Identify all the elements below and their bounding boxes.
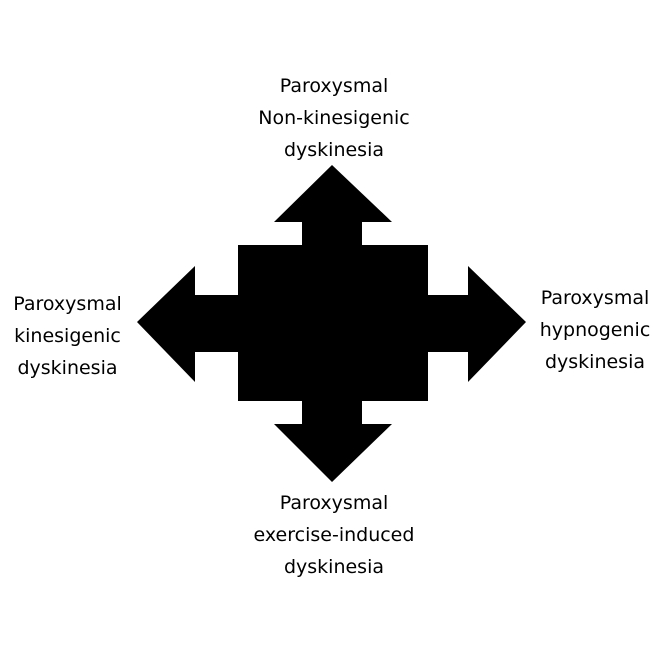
arrow-up <box>274 165 392 247</box>
label-paroxysmal-hypnogenic-dyskinesia: Paroxysmal hypnogenic dyskinesia <box>527 282 663 378</box>
center-square <box>238 245 428 401</box>
label-line: dyskinesia <box>283 556 385 578</box>
label-paroxysmal-kinesigenic-dyskinesia: Paroxysmal kinesigenic dyskinesia <box>0 288 135 384</box>
arrow-right <box>426 266 526 382</box>
label-line: dyskinesia <box>544 351 646 373</box>
label-line: Paroxysmal <box>13 293 122 315</box>
label-line: exercise-induced <box>253 524 415 546</box>
label-line: Paroxysmal <box>279 75 389 97</box>
label-paroxysmal-non-kinesigenic-dyskinesia: Paroxysmal Non-kinesigenic dyskinesia <box>234 70 434 166</box>
label-line: Paroxysmal <box>540 287 650 309</box>
arrow-down <box>274 399 392 482</box>
label-line: Non-kinesigenic <box>258 107 410 129</box>
label-line: dyskinesia <box>283 139 385 161</box>
label-line: Paroxysmal <box>279 492 389 514</box>
label-line: hypnogenic <box>539 319 651 341</box>
label-paroxysmal-exercise-induced-dyskinesia: Paroxysmal exercise-induced dyskinesia <box>234 487 434 583</box>
arrow-left <box>137 266 240 382</box>
label-line: kinesigenic <box>14 325 121 347</box>
label-line: dyskinesia <box>17 357 118 379</box>
